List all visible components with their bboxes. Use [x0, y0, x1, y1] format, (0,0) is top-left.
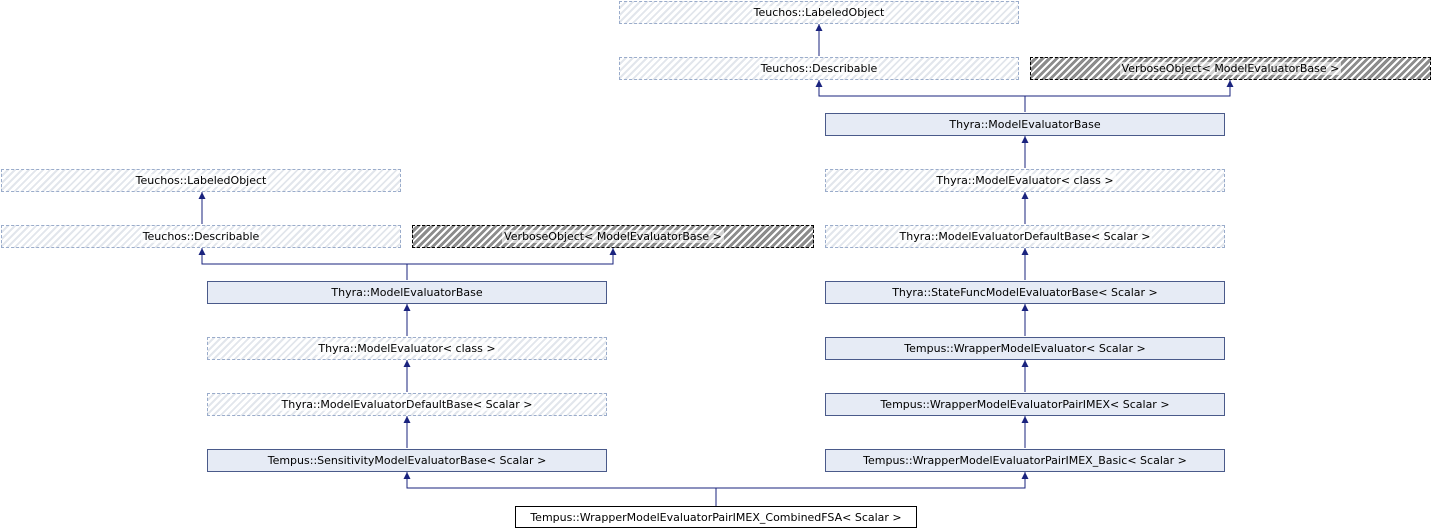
edge-r-meb-describable: [815, 80, 1026, 112]
node-right-model-evaluator-default-base[interactable]: Thyra::ModelEvaluatorDefaultBase< Scalar…: [825, 225, 1225, 248]
node-right-model-evaluator-base[interactable]: Thyra::ModelEvaluatorBase: [825, 113, 1225, 136]
node-left-model-evaluator-base[interactable]: Thyra::ModelEvaluatorBase: [207, 281, 607, 304]
node-left-teuchos-labeled-object[interactable]: Teuchos::LabeledObject: [1, 169, 401, 192]
node-main-combined-fsa[interactable]: Tempus::WrapperModelEvaluatorPairIMEX_Co…: [515, 506, 917, 528]
node-left-verbose-object[interactable]: VerboseObject< ModelEvaluatorBase >: [412, 225, 814, 248]
edge-r-meb-verbose: [1025, 80, 1234, 97]
edge-l-meb-verbose: [407, 248, 617, 265]
node-right-state-func-model-evaluator-base[interactable]: Thyra::StateFuncModelEvaluatorBase< Scal…: [825, 281, 1225, 304]
node-right-model-evaluator[interactable]: Thyra::ModelEvaluator< class >: [825, 169, 1225, 192]
node-right-wrapper-pair-imex-basic[interactable]: Tempus::WrapperModelEvaluatorPairIMEX_Ba…: [825, 449, 1225, 472]
node-right-teuchos-describable[interactable]: Teuchos::Describable: [619, 57, 1019, 80]
node-right-teuchos-labeled-object[interactable]: Teuchos::LabeledObject: [619, 1, 1019, 24]
node-right-verbose-object[interactable]: VerboseObject< ModelEvaluatorBase >: [1030, 57, 1431, 80]
node-left-model-evaluator-default-base[interactable]: Thyra::ModelEvaluatorDefaultBase< Scalar…: [207, 393, 607, 416]
node-left-sensitivity-model-evaluator-base[interactable]: Tempus::SensitivityModelEvaluatorBase< S…: [207, 449, 607, 472]
node-left-model-evaluator[interactable]: Thyra::ModelEvaluator< class >: [207, 337, 607, 360]
edge-main-smeb: [403, 472, 717, 506]
edge-l-meb-describable: [198, 248, 408, 280]
node-right-wrapper-pair-imex[interactable]: Tempus::WrapperModelEvaluatorPairIMEX< S…: [825, 393, 1225, 416]
edge-main-wmepib: [716, 472, 1029, 489]
node-right-wrapper-model-evaluator[interactable]: Tempus::WrapperModelEvaluator< Scalar >: [825, 337, 1225, 360]
node-left-teuchos-describable[interactable]: Teuchos::Describable: [1, 225, 401, 248]
